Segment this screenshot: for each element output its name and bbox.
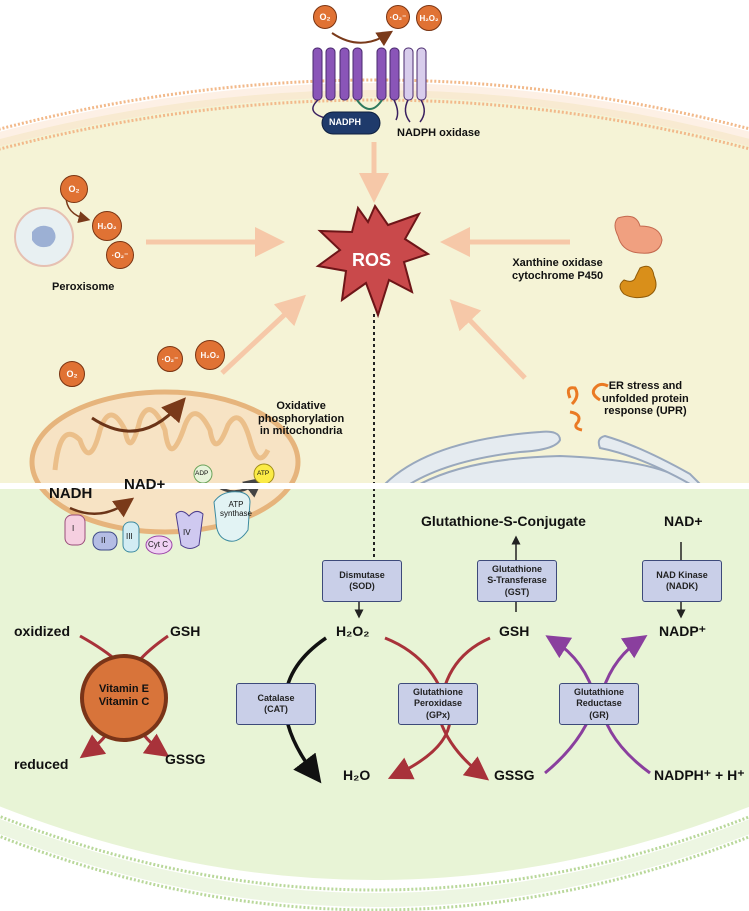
cat-line2: (CAT) <box>264 704 288 714</box>
vitamin-c-label: Vitamin C <box>98 695 150 708</box>
nadp-label: NADP⁺ <box>659 623 707 639</box>
nadh-label: NADH <box>49 485 93 502</box>
sod-line2: (SOD) <box>349 581 375 591</box>
enzyme-gpx: Glutathione Peroxidase (GPx) <box>398 683 478 725</box>
ros-source-arrows <box>146 142 570 380</box>
gr-line3: (GR) <box>589 709 609 720</box>
gpx-line3: (GPx) <box>425 709 450 720</box>
nadk-line2: (NADK) <box>666 581 698 591</box>
enzyme-sod: Dismutase (SOD) <box>322 560 402 602</box>
mito-superoxide-molecule: ·O₂⁻ <box>157 346 183 372</box>
complex-iv: IV <box>183 528 191 537</box>
nad-plus-label: NAD+ <box>664 513 703 529</box>
peroxisome-o2-molecule: O₂ <box>60 175 88 203</box>
gpx-line2: Peroxidase <box>413 698 463 709</box>
h2o-label: H₂O <box>343 767 371 783</box>
h2o2-label: H₂O₂ <box>336 623 370 639</box>
xanthine-oxidase-icon <box>614 215 663 254</box>
complex-ii: II <box>101 536 106 545</box>
mito-o2-molecule: O₂ <box>59 361 85 387</box>
nox-h2o2-molecule: H₂O₂ <box>416 5 442 31</box>
complex-i: I <box>72 524 75 533</box>
er-label-line1: ER stress and <box>608 380 683 392</box>
atp-synthase-label: ATP synthase <box>218 500 254 518</box>
glutathione-conjugate-label: Glutathione-S-Conjugate <box>421 513 586 529</box>
peroxisome-superoxide-molecule: ·O₂⁻ <box>106 241 134 269</box>
ros-label: ROS <box>352 250 392 270</box>
vitamin-circle <box>80 654 168 742</box>
atp-synthase-line2: synthase <box>219 509 253 519</box>
lower-cell-region <box>0 489 749 911</box>
peroxisome-graphic <box>14 195 91 267</box>
mito-label-line2: phosphorylation <box>258 412 345 425</box>
er-label: ER stress and unfolded protein response … <box>602 380 689 418</box>
adp-label: ADP <box>195 470 209 477</box>
atp-label: ATP <box>257 470 270 477</box>
gr-line1: Glutathione <box>574 687 624 698</box>
xanthine-label-line2: cytochrome P450 <box>512 269 604 282</box>
er-label-line2: unfolded protein <box>602 392 689 405</box>
vitamin-gssg-label: GSSG <box>165 751 206 767</box>
gst-line3: (GST) <box>504 586 530 597</box>
atp-synthase-line1: ATP <box>228 500 244 509</box>
complex-iii: III <box>126 532 133 541</box>
compartment-divider <box>0 483 749 489</box>
nox-o2-molecule: O₂ <box>313 5 337 29</box>
peroxisome-h2o2-molecule: H₂O₂ <box>92 211 122 241</box>
oxidized-label: oxidized <box>14 623 71 639</box>
mito-label-line1: Oxidative <box>276 400 326 412</box>
gssg-label: GSSG <box>494 767 535 783</box>
vitamin-gsh-label: GSH <box>170 623 201 639</box>
nadph-label: NADPH⁺ + H⁺ <box>654 767 745 783</box>
cytochrome-p450-icon <box>619 265 657 299</box>
mito-h2o2-molecule: H₂O₂ <box>195 340 225 370</box>
nadk-line1: NAD Kinase <box>656 569 708 580</box>
cytochrome-c: Cyt C <box>148 540 168 549</box>
mito-label-line3: in mitochondria <box>259 425 343 438</box>
enzyme-cat: Catalase (CAT) <box>236 683 316 725</box>
peroxisome-label: Peroxisome <box>52 281 115 293</box>
nadph-subunit-label: NADPH <box>329 117 362 127</box>
xanthine-label-line1: Xanthine oxidase <box>512 257 603 269</box>
gpx-line1: Glutathione <box>413 687 463 698</box>
gr-line2: Reductase <box>576 698 622 709</box>
enzyme-gst: Glutathione S-Transferase (GST) <box>477 560 557 602</box>
gst-line1: Glutathione <box>492 564 542 575</box>
sod-line1: Dismutase <box>339 569 385 580</box>
nadph-oxidase-label: NADPH oxidase <box>397 127 481 139</box>
nox-superoxide-molecule: ·O₂⁻ <box>386 5 410 29</box>
xanthine-label: Xanthine oxidase cytochrome P450 <box>512 257 603 282</box>
reduced-label: reduced <box>14 756 69 772</box>
enzyme-nadk: NAD Kinase (NADK) <box>642 560 722 602</box>
enzyme-gr: Glutathione Reductase (GR) <box>559 683 639 725</box>
gsh-label: GSH <box>499 623 530 639</box>
mito-label: Oxidative phosphorylation in mitochondri… <box>258 400 344 438</box>
nadph-oxidase-graphic <box>312 30 427 135</box>
gst-line2: S-Transferase <box>487 575 547 586</box>
er-graphic <box>382 382 703 485</box>
nad-plus-mito-label: NAD+ <box>124 476 166 493</box>
vitamin-label: Vitamin E Vitamin C <box>92 683 156 708</box>
er-label-line3: response (UPR) <box>604 405 687 418</box>
mitochondrion-graphic <box>29 389 301 555</box>
vitamin-e-label: Vitamin E <box>99 683 149 695</box>
ros-starburst <box>315 203 431 319</box>
cat-line1: Catalase <box>257 692 295 703</box>
